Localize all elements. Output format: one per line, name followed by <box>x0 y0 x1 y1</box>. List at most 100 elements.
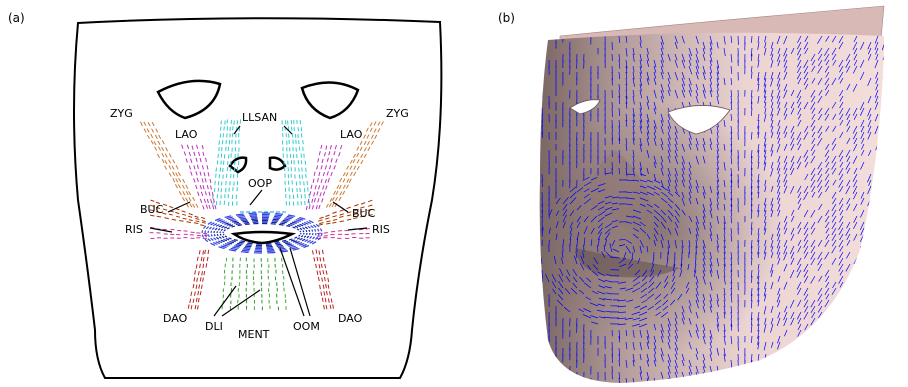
buc-fiber <box>189 220 193 221</box>
fiber-stroke <box>861 372 864 379</box>
llsan-fiber <box>307 181 308 185</box>
fiber-stroke <box>839 330 843 337</box>
fiber-stroke <box>765 378 766 384</box>
dao-fiber <box>202 271 203 275</box>
oom-fiber <box>234 222 239 223</box>
oom-fiber <box>322 233 323 236</box>
fiber-stroke <box>861 252 864 258</box>
buc-fiber <box>340 214 344 215</box>
lao-fiber <box>207 199 208 203</box>
fiber-stroke <box>882 264 885 272</box>
oom-fiber <box>275 214 283 215</box>
buc-fiber <box>169 206 173 207</box>
fiber-stroke <box>875 234 878 242</box>
fiber-stroke <box>784 360 787 366</box>
dao-fiber <box>319 251 320 255</box>
zyg-fiber <box>374 122 376 126</box>
oom-fiber <box>214 234 215 236</box>
oom-fiber <box>307 236 309 238</box>
fiber-stroke <box>883 312 885 318</box>
dao-fiber <box>323 270 324 274</box>
fiber-stroke <box>876 270 878 276</box>
fiber-stroke <box>833 324 836 329</box>
lao-fiber <box>204 172 205 176</box>
dao-fiber <box>198 271 199 275</box>
zyg-fiber <box>190 204 192 208</box>
buc-fiber <box>368 200 372 202</box>
llsan-fiber <box>218 154 219 158</box>
label-oom: OOM <box>293 320 320 333</box>
oom-fiber <box>311 226 314 228</box>
buc-fiber <box>319 223 323 224</box>
fiber-stroke <box>875 306 878 314</box>
dao-fiber <box>330 305 331 309</box>
zyg-fiber <box>155 147 157 151</box>
zyg-fiber <box>360 141 362 145</box>
oom-fiber <box>225 236 227 237</box>
fiber-stroke <box>869 294 872 300</box>
fiber-stroke <box>868 372 871 379</box>
buc-fiber <box>196 218 200 219</box>
zyg-fiber <box>162 147 164 151</box>
fiber-stroke <box>883 102 885 108</box>
fiber-stroke <box>868 378 872 386</box>
fiber-stroke <box>876 276 878 282</box>
fiber-stroke <box>804 366 808 374</box>
fiber-stroke <box>791 342 794 348</box>
fiber-stroke <box>811 366 815 373</box>
zyg-fiber <box>368 147 370 151</box>
buc-fiber <box>188 216 192 217</box>
buc-fiber <box>319 224 323 225</box>
lao-fiber <box>317 191 318 195</box>
lao-fiber <box>330 145 331 149</box>
dao-fiber <box>195 270 196 274</box>
lao-fiber <box>201 192 202 196</box>
zyg-fiber <box>172 166 174 170</box>
buc-fiber <box>183 218 187 219</box>
zyg-fiber <box>364 141 366 145</box>
fiber-stroke <box>875 264 878 271</box>
fiber-stroke <box>883 246 886 253</box>
lao-fiber <box>335 145 336 149</box>
fiber-stroke <box>883 144 885 151</box>
oom-fiber <box>227 228 230 229</box>
buc-fiber <box>165 218 169 219</box>
zyg-fiber <box>193 204 195 208</box>
zyg-fiber <box>179 178 181 182</box>
lao-fiber <box>196 158 197 162</box>
lao-fiber <box>196 171 197 175</box>
zyg-fiber <box>346 172 348 176</box>
dao-fiber <box>198 305 199 309</box>
dao-fiber <box>324 305 325 309</box>
dao-fiber <box>327 291 328 295</box>
zyg-fiber <box>183 191 185 195</box>
zyg-fiber <box>340 178 342 182</box>
lao-fiber <box>211 186 212 190</box>
dao-fiber <box>203 251 204 255</box>
zyg-fiber <box>339 185 341 189</box>
oom-fiber <box>287 216 294 217</box>
lao-fiber <box>321 145 322 149</box>
fiber-stroke <box>883 180 885 187</box>
face-outline <box>74 18 441 378</box>
left-eye-opening <box>158 81 220 118</box>
lao-fiber <box>206 158 207 162</box>
fiber-stroke <box>882 270 885 278</box>
oom-fiber <box>211 238 214 240</box>
dao-fiber <box>200 277 201 281</box>
zyg-fiber <box>353 159 355 163</box>
zyg-fiber <box>343 191 345 195</box>
fiber-stroke <box>868 276 871 283</box>
dao-fiber <box>205 250 206 254</box>
fiber-stroke <box>542 66 543 74</box>
oom-fiber <box>297 229 299 230</box>
fiber-stroke <box>812 330 815 335</box>
fiber-stroke <box>542 360 543 367</box>
fiber-stroke <box>883 120 885 126</box>
label-buc-left: BUC <box>140 203 164 216</box>
lao-fiber <box>320 192 321 196</box>
fiber-stroke <box>826 342 830 348</box>
lao-fiber <box>314 198 315 202</box>
dao-fiber <box>200 264 201 268</box>
dao-fiber <box>323 285 324 289</box>
